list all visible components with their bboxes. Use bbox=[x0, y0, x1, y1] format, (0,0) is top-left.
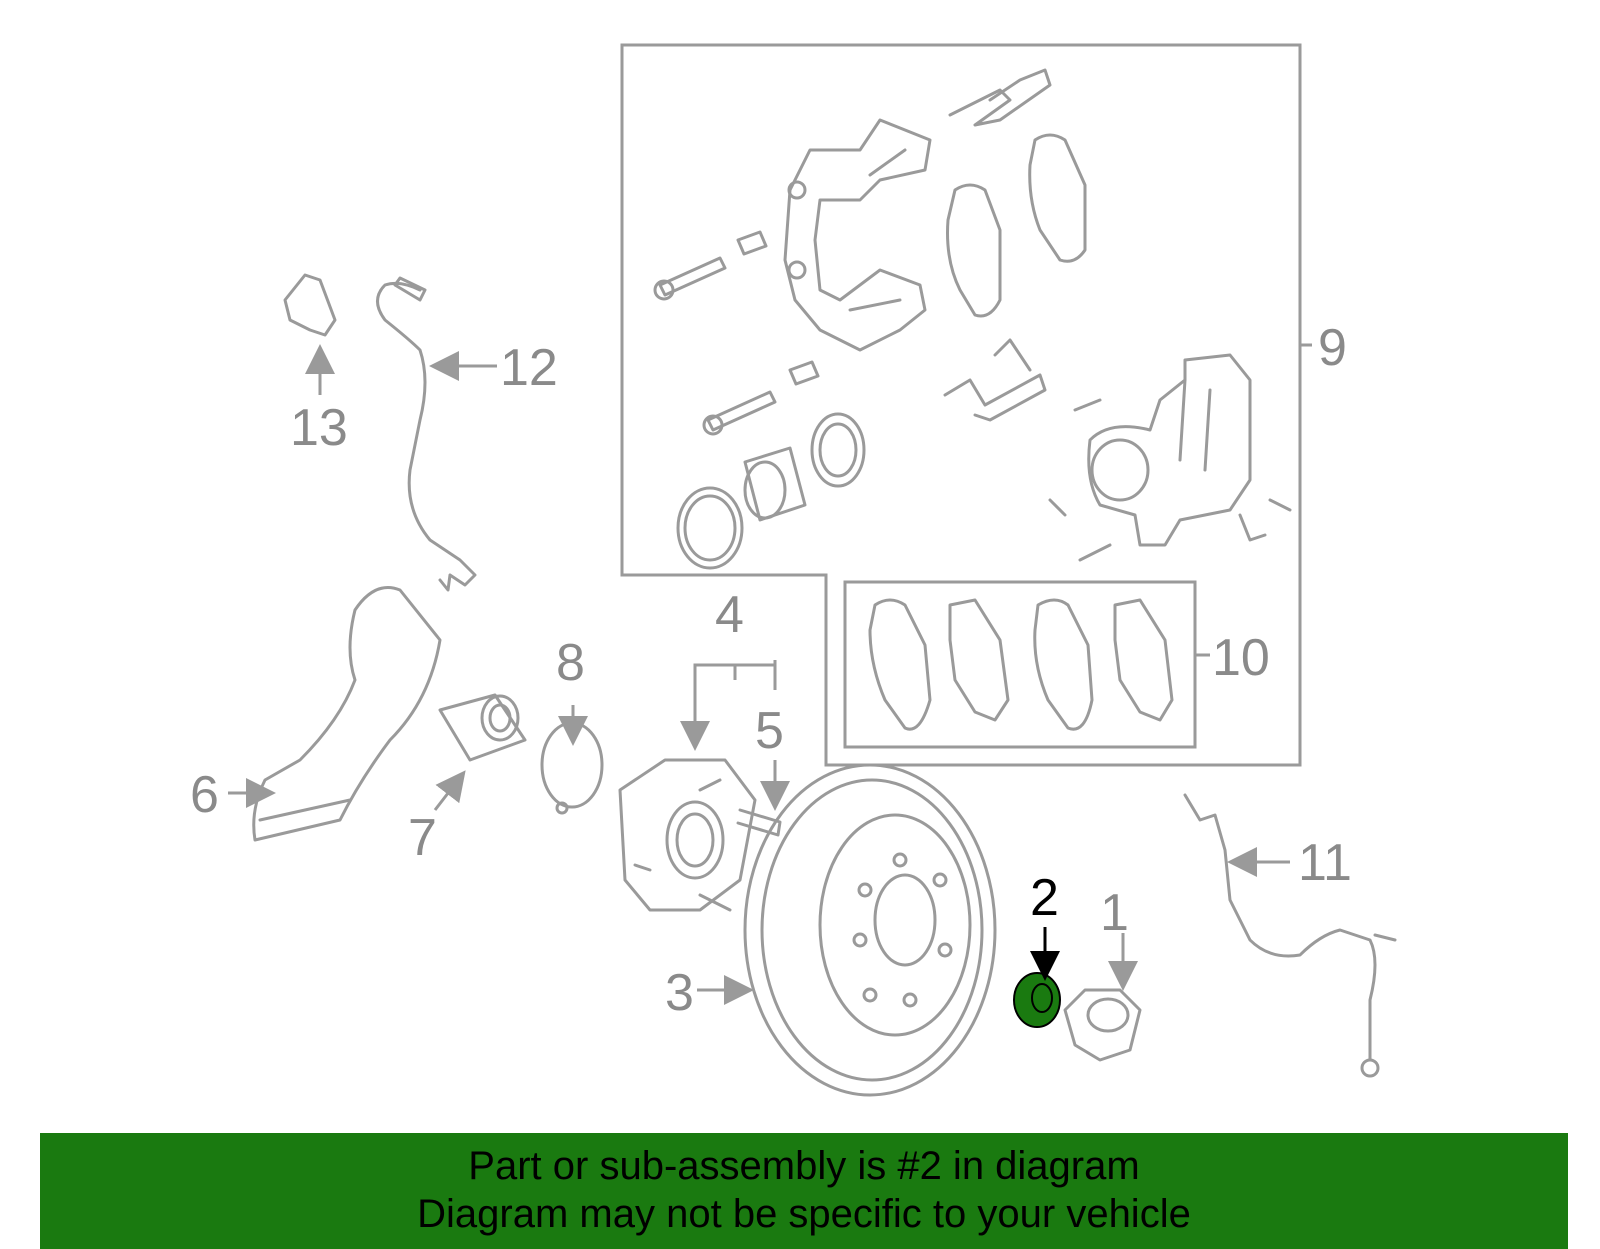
leader-lines bbox=[228, 343, 1312, 1005]
callout-label-1: 1 bbox=[1100, 884, 1129, 942]
callout-label-10: 10 bbox=[1212, 629, 1270, 687]
callout-label-9: 9 bbox=[1318, 319, 1347, 377]
callout-label-12: 12 bbox=[500, 339, 558, 397]
hub-nut-part bbox=[1063, 988, 1142, 1062]
dust-shield-part bbox=[252, 586, 442, 842]
bleeder-screw-part bbox=[1048, 498, 1292, 542]
sensor-bracket-part bbox=[283, 273, 337, 337]
wheel-stud-part bbox=[633, 778, 782, 912]
wheel-hub-part bbox=[618, 758, 757, 912]
abs-sensor-rear-part bbox=[1183, 793, 1397, 1078]
callout-label-3: 3 bbox=[665, 964, 694, 1022]
pad-set-part bbox=[868, 598, 1174, 731]
wheel-bearing-part bbox=[438, 693, 527, 762]
pad-clip-part bbox=[943, 68, 1052, 422]
info-banner: Part or sub-assembly is #2 in diagram Di… bbox=[40, 1133, 1568, 1249]
callout-label-13: 13 bbox=[290, 399, 348, 457]
caliper-housing-part bbox=[1073, 353, 1252, 562]
callout-label-11: 11 bbox=[1298, 834, 1352, 892]
caliper-bracket-part bbox=[783, 118, 932, 352]
abs-sensor-front-part bbox=[376, 276, 477, 592]
piston-seal-part bbox=[676, 412, 866, 570]
pad-set-box bbox=[843, 580, 1197, 749]
callout-label-6: 6 bbox=[190, 766, 219, 824]
guide-pin-part bbox=[653, 230, 820, 436]
callout-label-4: 4 bbox=[715, 586, 744, 644]
washer-part-highlighted bbox=[1013, 972, 1061, 1028]
caliper-assembly-box bbox=[620, 43, 1302, 767]
brake-pad-part bbox=[946, 133, 1087, 318]
brake-assembly-diagram: 9 10 12 13 4 8 5 6 7 11 3 1 2 bbox=[190, 43, 1397, 1097]
callout-label-8: 8 bbox=[556, 634, 585, 692]
brake-rotor-part bbox=[743, 763, 997, 1097]
callout-label-5: 5 bbox=[755, 702, 784, 760]
callout-label-2: 2 bbox=[1030, 869, 1059, 927]
banner-line-part-note: Part or sub-assembly is #2 in diagram bbox=[468, 1144, 1140, 1188]
banner-line-vehicle-note: Diagram may not be specific to your vehi… bbox=[417, 1192, 1191, 1236]
callout-label-7: 7 bbox=[408, 809, 437, 867]
